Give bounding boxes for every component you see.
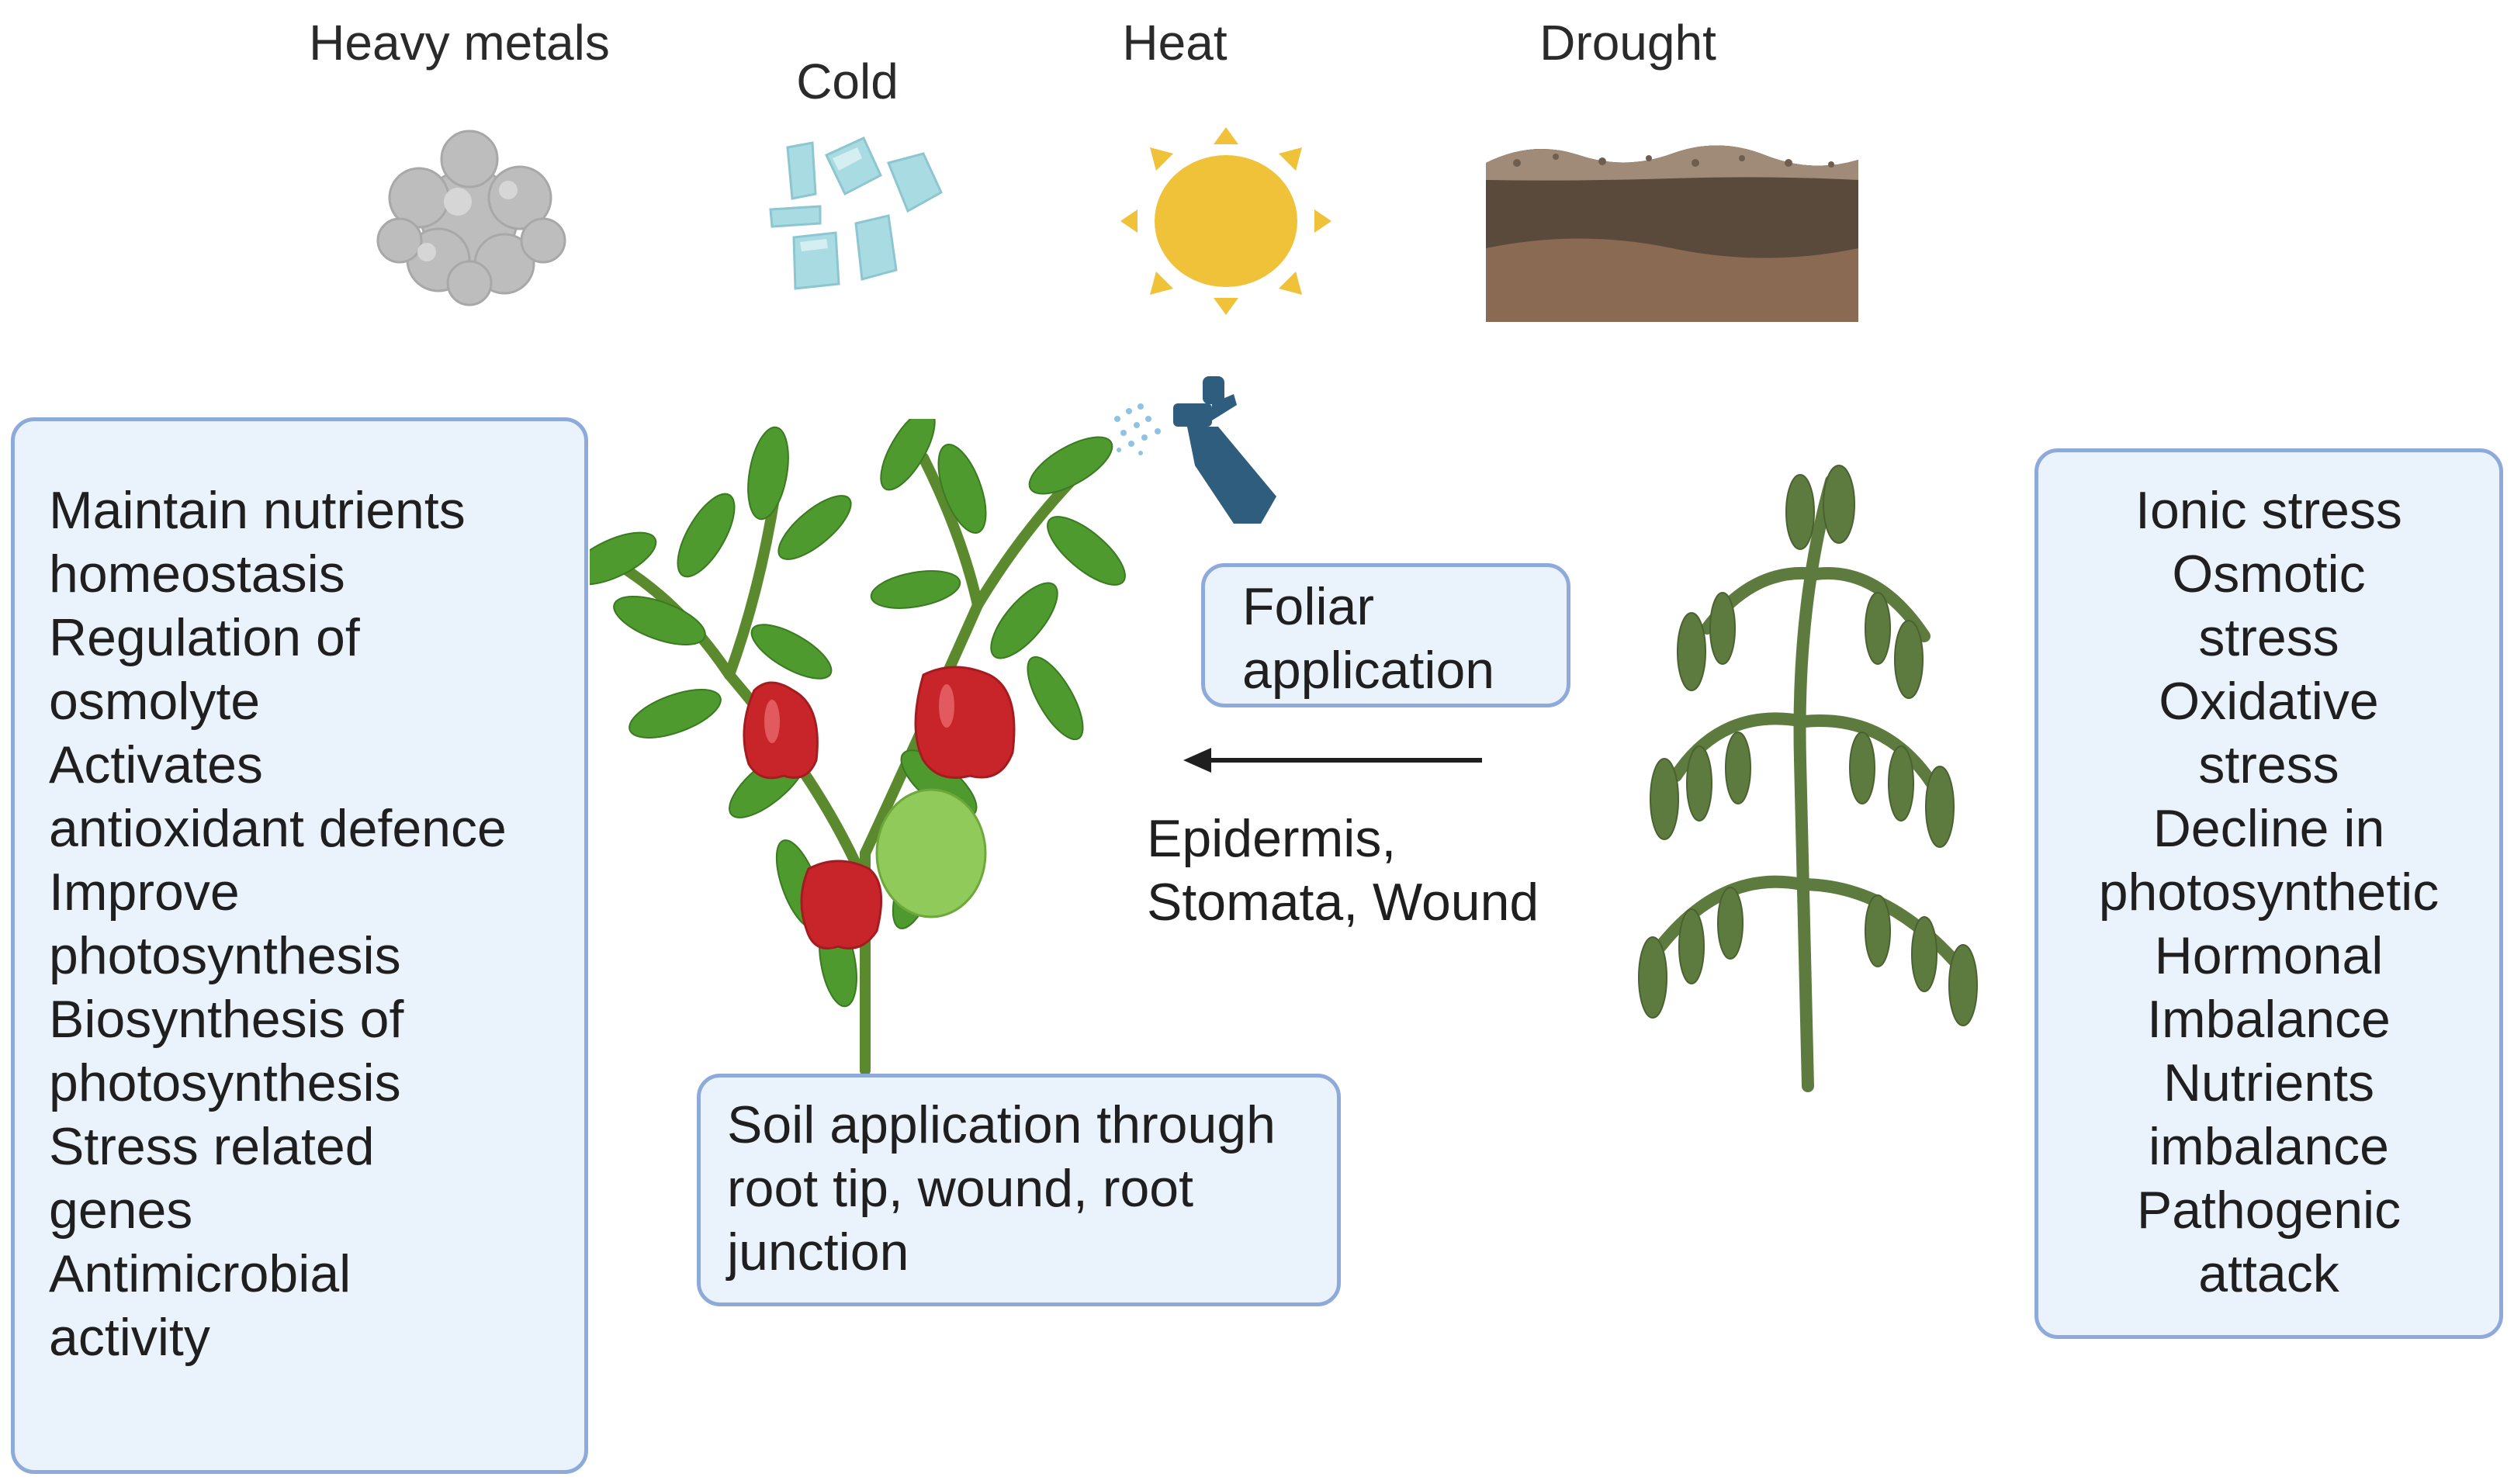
- benefit-line: genes: [49, 1181, 193, 1240]
- drought-label: Drought: [1539, 15, 1716, 71]
- benefit-line: activity: [49, 1308, 210, 1367]
- benefit-line: Antimicrobial: [49, 1244, 351, 1303]
- soil-line: Soil application through: [727, 1095, 1276, 1154]
- benefit-line: antioxidant defence: [49, 799, 507, 858]
- benefit-line: Improve: [49, 863, 240, 922]
- heat-label: Heat: [1122, 15, 1228, 71]
- benefit-line: homeostasis: [49, 545, 345, 604]
- spray-bottle-icon: [1114, 376, 1276, 524]
- soil-layer-icon: [1486, 145, 1858, 322]
- soil-application-text: Soil application through root tip, wound…: [727, 1093, 1276, 1284]
- healthy-pepper-plant-icon: [590, 419, 1126, 1076]
- benefits-box: Maintain nutrients homeostasis Regulatio…: [11, 417, 588, 1474]
- benefit-line: photosynthesis: [49, 1053, 401, 1112]
- foliar-line: Foliar: [1242, 577, 1375, 636]
- benefit-line: photosynthesis: [49, 926, 401, 985]
- effect-line: Decline in: [2152, 799, 2385, 858]
- wilted-plant-icon: [1638, 465, 1978, 1092]
- benefit-line: Biosynthesis of: [49, 990, 404, 1049]
- effect-line: attack: [2198, 1244, 2339, 1303]
- cold-label: Cold: [796, 54, 899, 109]
- soil-line: root tip, wound, root: [727, 1159, 1194, 1218]
- soil-line: junction: [727, 1223, 909, 1282]
- entry-routes-text: Epidermis, Stomata, Wound: [1147, 807, 1539, 934]
- benefit-line: Stress related: [49, 1117, 375, 1176]
- effect-line: Hormonal: [2154, 926, 2384, 985]
- effect-line: Oxidative: [2159, 672, 2379, 731]
- metal-cluster-icon: [376, 130, 566, 306]
- ice-cubes-icon: [769, 137, 943, 290]
- foliar-application-box: Foliar application: [1201, 563, 1570, 707]
- effect-line: Pathogenic: [2136, 1181, 2401, 1240]
- heavy-metals-label: Heavy metals: [309, 15, 610, 71]
- stress-effects-list: Ionic stress Osmotic stress Oxidative st…: [2038, 479, 2499, 1306]
- effect-line: Osmotic: [2172, 545, 2366, 604]
- effect-line: stress: [2198, 608, 2339, 667]
- soil-application-box: Soil application through root tip, wound…: [697, 1074, 1341, 1306]
- entry-route-line: Stomata, Wound: [1147, 873, 1539, 932]
- foliar-application-text: Foliar application: [1242, 575, 1494, 702]
- foliar-line: application: [1242, 641, 1495, 700]
- entry-route-line: Epidermis,: [1147, 809, 1397, 868]
- effect-line: stress: [2198, 735, 2339, 794]
- effect-line: Ionic stress: [2135, 481, 2402, 540]
- benefit-line: osmolyte: [49, 672, 261, 731]
- effect-line: Imbalance: [2147, 990, 2391, 1049]
- sun-icon: [1120, 127, 1331, 315]
- benefit-line: Maintain nutrients: [49, 481, 466, 540]
- stress-effects-box: Ionic stress Osmotic stress Oxidative st…: [2034, 448, 2503, 1339]
- effect-line: Nutrients: [2163, 1053, 2375, 1112]
- benefit-line: Activates: [49, 735, 263, 794]
- effect-line: imbalance: [2149, 1117, 2389, 1176]
- benefit-line: Regulation of: [49, 608, 360, 667]
- effect-line: photosynthetic: [2098, 863, 2440, 922]
- benefits-list: Maintain nutrients homeostasis Regulatio…: [49, 479, 507, 1369]
- arrow-left-icon: [1183, 748, 1482, 773]
